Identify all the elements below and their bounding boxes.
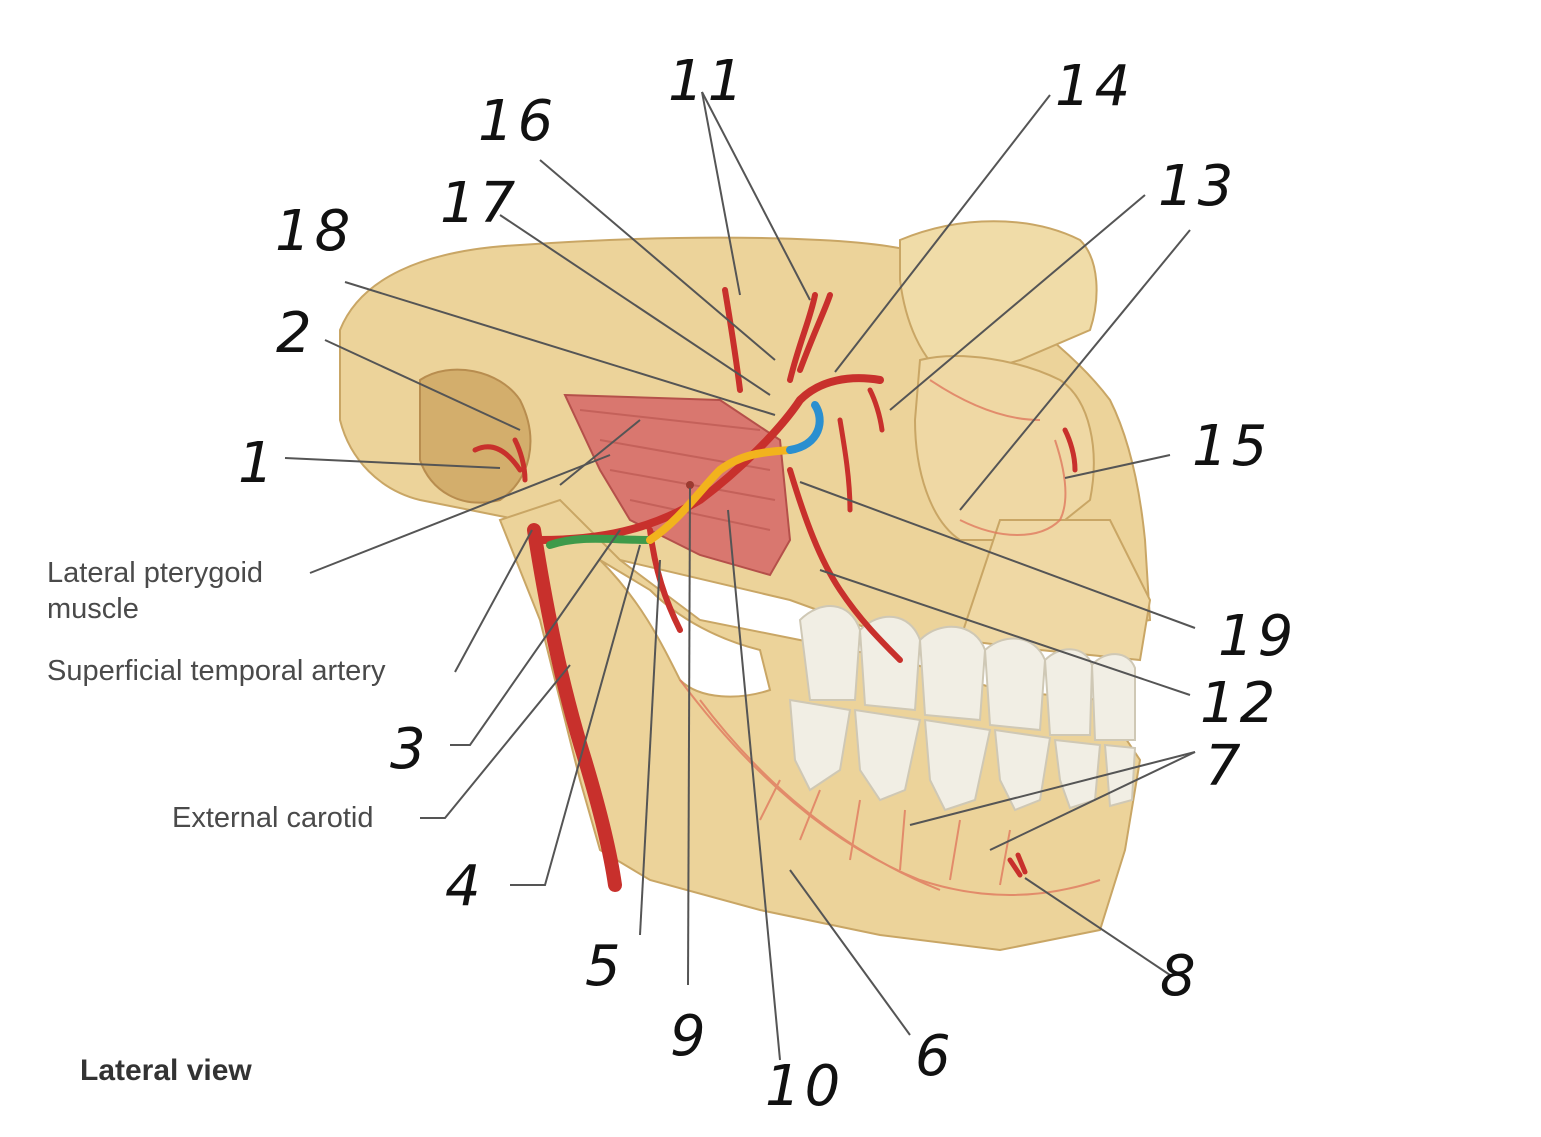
number-label-1: 1 — [238, 431, 278, 496]
posterior-superior-alveolar-artery — [787, 467, 903, 663]
label-external-carotid: External carotid — [172, 802, 374, 834]
number-label-7: 7 — [1205, 734, 1245, 799]
deep-temporal-arteries — [722, 287, 833, 393]
number-label-16: 16 — [478, 89, 557, 154]
number-label-19: 19 — [1218, 604, 1297, 669]
number-label-6: 6 — [915, 1024, 955, 1089]
printed-labels: Lateral pterygoid muscle Superficial tem… — [47, 557, 386, 1087]
upper-teeth — [798, 605, 1136, 741]
number-label-5: 5 — [585, 934, 625, 999]
number-label-10: 10 — [765, 1054, 844, 1119]
lower-teeth — [788, 698, 1137, 812]
number-label-14: 14 — [1055, 54, 1134, 119]
maxillary-artery — [536, 374, 884, 544]
number-label-3: 3 — [390, 717, 430, 782]
label-superficial-temporal-artery: Superficial temporal artery — [47, 655, 386, 687]
number-label-18: 18 — [275, 199, 354, 264]
number-labels: 1 2 3 4 5 6 7 8 9 10 11 12 13 14 15 16 1… — [238, 49, 1297, 1119]
label-view: Lateral view — [80, 1054, 252, 1087]
yellow-nerve — [646, 446, 794, 544]
number-label-12: 12 — [1200, 671, 1279, 736]
orbit-rim — [899, 220, 1098, 382]
number-label-13: 13 — [1158, 154, 1237, 219]
number-label-4: 4 — [445, 854, 485, 919]
temporal-shadow — [419, 368, 532, 504]
number-label-15: 15 — [1192, 414, 1271, 479]
number-label-11: 11 — [668, 49, 747, 114]
label-lateral-pterygoid-line1: Lateral pterygoid — [47, 557, 263, 589]
external-carotid-artery — [527, 523, 622, 892]
lateral-pterygoid-muscle-shape — [563, 393, 792, 577]
label-lateral-pterygoid-line2: muscle — [47, 593, 139, 625]
number-label-8: 8 — [1160, 944, 1200, 1009]
number-label-9: 9 — [670, 1004, 710, 1069]
number-label-17: 17 — [440, 171, 519, 236]
skull-illustration — [339, 220, 1152, 952]
leader-lines — [284, 91, 1196, 1061]
blue-nerve — [786, 401, 824, 454]
green-nerve — [546, 534, 654, 549]
ramus-notch — [599, 559, 772, 698]
number-label-2: 2 — [276, 301, 316, 366]
